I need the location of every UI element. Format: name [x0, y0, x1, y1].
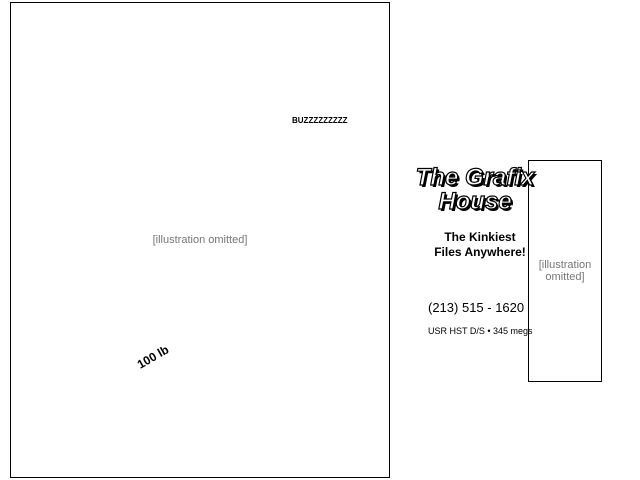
tagline-line2: Files Anywhere! — [434, 245, 526, 259]
placeholder-label: [illustration omitted] — [538, 259, 592, 283]
logo-title-line2: House — [438, 187, 513, 215]
placeholder-label: [illustration omitted] — [152, 234, 248, 246]
buzz-caption: BUZZZZZZZZZ — [292, 116, 348, 125]
side-illustration-placeholder: [illustration omitted] — [528, 160, 602, 382]
modem-info: USR HST D/S • 345 megs — [428, 326, 533, 336]
logo-title-line1: The Grafix — [415, 163, 535, 191]
phone-number: (213) 515 - 1620 — [428, 300, 525, 315]
main-illustration-placeholder: [illustration omitted] — [10, 2, 390, 478]
tagline-line1: The Kinkiest — [444, 230, 516, 244]
